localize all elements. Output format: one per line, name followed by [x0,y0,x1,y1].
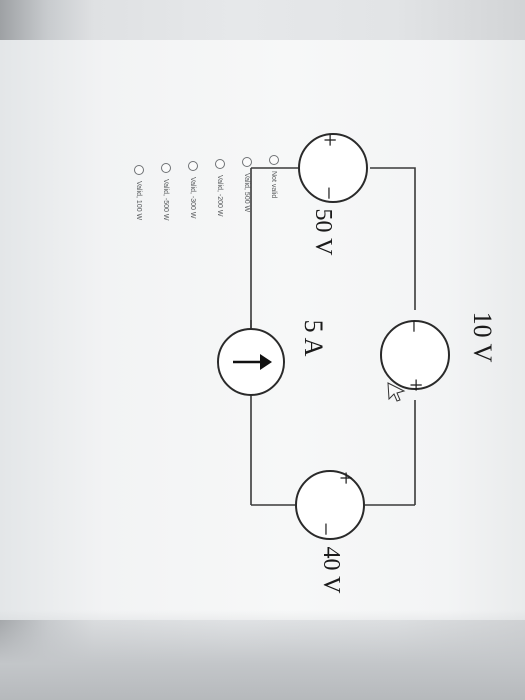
radio-button[interactable] [188,161,198,171]
option-label: Valid, 500 W [243,173,251,213]
right-source-plus-sign: + [332,471,358,485]
top-source-label: 10 V [468,312,497,363]
left-source-plus-sign: + [316,133,342,147]
option-valid-100w[interactable]: Valid, 100 W [132,165,146,315]
radio-button[interactable] [134,165,144,175]
top-source-minus-sign: − [400,319,426,333]
mouse-pointer-icon [387,382,406,402]
option-not-valid[interactable]: Not valid [267,155,281,305]
top-source-plus-sign: + [402,378,428,392]
option-label: Valid, -200 W [216,175,224,217]
right-source-label: 40 V [318,547,344,595]
radio-button[interactable] [215,159,225,169]
voltage-source-50v: + − 50 V [298,133,368,257]
current-source-5a: 5 A [217,320,328,396]
screen-bezel-shadow [0,610,525,700]
option-valid-neg-500w[interactable]: Valid, -500 W [159,163,173,313]
right-source-minus-sign: − [312,522,338,536]
current-source-label: 5 A [299,320,328,357]
option-valid-neg-300w[interactable]: Valid, -300 W [186,161,200,311]
voltage-source-40v: + − 40 V [295,470,365,595]
radio-button[interactable] [242,157,252,167]
left-source-minus-sign: − [315,186,341,200]
option-label: Valid, -300 W [189,177,197,219]
radio-button[interactable] [269,155,279,165]
option-valid-neg-200w[interactable]: Valid, -200 W [213,159,227,309]
option-valid-500w[interactable]: Valid, 500 W [240,157,254,307]
option-label: Valid, -500 W [162,179,170,221]
answer-options: Not valid Valid, 500 W Valid, -200 W Val… [95,55,279,335]
left-source-label: 50 V [310,209,336,257]
option-label: Not valid [270,171,278,199]
wire-top [251,167,416,505]
radio-button[interactable] [161,163,171,173]
arrow-head-icon [260,354,272,370]
voltage-source-10v: − + 10 V [380,312,497,392]
option-label: Valid, 100 W [135,181,143,221]
